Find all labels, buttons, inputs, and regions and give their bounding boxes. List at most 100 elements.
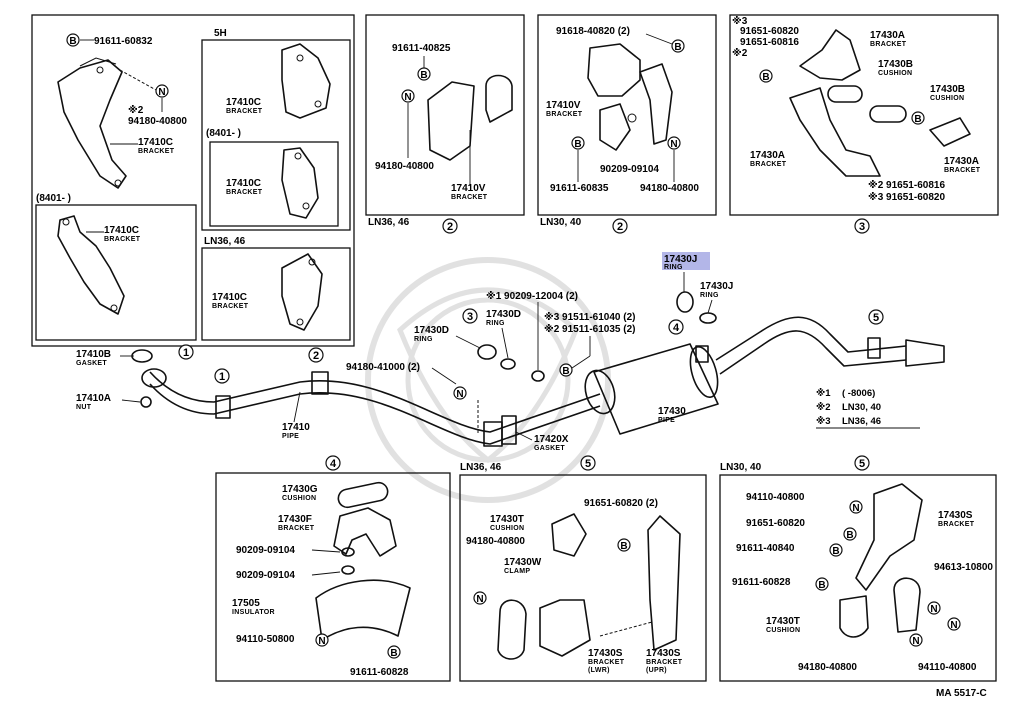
part-number: 17430F: [278, 514, 312, 525]
part-name: NUT: [76, 404, 92, 411]
part-number: 17430G: [282, 484, 318, 495]
bracket-part: [855, 483, 923, 591]
ref-number: 2: [617, 221, 623, 233]
ref-number: 5: [585, 458, 591, 470]
bolt-badge: B: [574, 139, 581, 150]
part-number: 17430J: [700, 281, 733, 292]
bolt-badge: B: [846, 530, 853, 541]
code-label: 94180-41000 (2): [346, 362, 420, 373]
nut-badge: N: [670, 139, 677, 150]
part-number: 17430S: [938, 510, 973, 521]
part-number: 17430B: [878, 59, 913, 70]
part-name: BRACKET: [226, 189, 263, 196]
bracket-part: [647, 515, 681, 651]
variant-label: 5H: [214, 28, 227, 39]
code-label: 94180-40800: [640, 183, 699, 194]
ring-mount: [695, 345, 709, 363]
code-label: 94180-40800: [128, 116, 187, 127]
code-label: ※2 91511-61035 (2): [544, 323, 635, 335]
bolt-badge: B: [420, 70, 427, 81]
part-name: PIPE: [282, 433, 299, 440]
part-number: 17430B: [930, 84, 965, 95]
bracket-part: [281, 253, 323, 331]
nut-badge: N: [318, 636, 325, 647]
box-bracket-17430s-ln36: LN36, 46 5 17430T CUSHION 91651-60820 (2…: [459, 455, 707, 682]
bolt-badge: B: [69, 36, 76, 47]
box-frame: [201, 39, 351, 231]
part-name: CUSHION: [930, 95, 964, 102]
nut-badge: N: [158, 87, 165, 98]
code-label: 94613-10800: [934, 562, 993, 573]
range-label: (8401- ): [36, 193, 71, 204]
part-number: 17430D: [414, 325, 449, 336]
part-name: GASKET: [76, 360, 107, 367]
code-label: 91618-40820 (2): [556, 26, 630, 37]
range-label: (8401- ): [206, 128, 241, 139]
ref-number: 1: [183, 347, 189, 359]
sub-label: (UPR): [646, 667, 667, 674]
muffler-end: [584, 369, 616, 415]
box-bracket-17410v-ln36: 91611-40825 B N 94180-40800 17410V BRACK…: [365, 14, 525, 234]
part-number: 17430A: [870, 30, 905, 41]
sub-box: [209, 141, 339, 227]
box-frame: [719, 474, 997, 682]
part-name: CUSHION: [282, 495, 316, 502]
part-name: CUSHION: [878, 70, 912, 77]
clip-part: [485, 74, 513, 123]
part-number: 17430: [658, 406, 686, 417]
part-name: CLAMP: [504, 568, 530, 575]
ref-number: 1: [219, 371, 225, 383]
code-label: 91611-40825: [392, 43, 451, 54]
box-bracket-17430a: ※3 91651-60820 91651-60816 ※2 B 17430A B…: [729, 14, 999, 234]
sub-box: [35, 204, 197, 341]
part-name: CUSHION: [490, 525, 524, 532]
variant-label: LN36, 46: [460, 462, 502, 473]
variant-label: LN30, 40: [720, 462, 762, 473]
nut-badge: N: [852, 503, 859, 514]
code-label: 90209-09104: [236, 545, 295, 556]
code-label: ※3 91651-60820: [868, 191, 945, 203]
box-frame: [729, 14, 999, 216]
part-number: 17410C: [104, 225, 139, 236]
part-number: 17430T: [766, 616, 800, 627]
code-label: ※3 91511-61040 (2): [544, 311, 635, 323]
part-name: BRACKET: [870, 41, 907, 48]
tail-bracket: [867, 337, 881, 359]
part-name: RING: [486, 320, 505, 327]
code-label: 91651-60820 (2): [584, 498, 658, 509]
code-label: 94110-40800: [746, 492, 805, 503]
bolt-badge: B: [832, 546, 839, 557]
legend: ※1 ( -8006) ※2 LN30, 40 ※3 LN36, 46: [816, 388, 920, 429]
part-name: RING: [700, 292, 719, 299]
box-5h: 5H 17410C BRACKET (8401- ) 17410C BRACKE…: [201, 28, 351, 231]
ring-17430j: [699, 312, 717, 324]
code-label: ※1 90209-12004 (2): [486, 290, 578, 302]
clamp-part: [497, 599, 527, 660]
bracket-part: [57, 215, 125, 315]
legend-text: LN36, 46: [842, 416, 881, 427]
bolt-badge: B: [390, 648, 397, 659]
part-name: BRACKET: [938, 521, 975, 528]
part-number: 17410C: [212, 292, 247, 303]
code-label: 91651-60816: [740, 37, 799, 48]
insulator-part: [315, 579, 411, 641]
ref-number: 3: [467, 311, 473, 323]
ring-17430d: [477, 344, 497, 360]
bolt-badge: B: [818, 580, 825, 591]
part-name: RING: [414, 336, 433, 343]
part-name: BRACKET: [588, 659, 625, 666]
box-frame: [365, 14, 525, 216]
legend-text: ( -8006): [842, 388, 875, 399]
ref-number: 2: [313, 350, 319, 362]
bolt-badge: B: [914, 114, 921, 125]
part-number-highlight[interactable]: 17430J: [664, 254, 697, 265]
part-name: BRACKET: [646, 659, 683, 666]
part-number: 17430D: [486, 309, 521, 320]
part-number: 17430W: [504, 557, 542, 568]
bracket-part: [427, 81, 475, 161]
nut-badge: N: [930, 604, 937, 615]
part-name: BRACKET: [104, 236, 141, 243]
ref-number: 3: [859, 221, 865, 233]
part-name: RING: [664, 264, 683, 271]
